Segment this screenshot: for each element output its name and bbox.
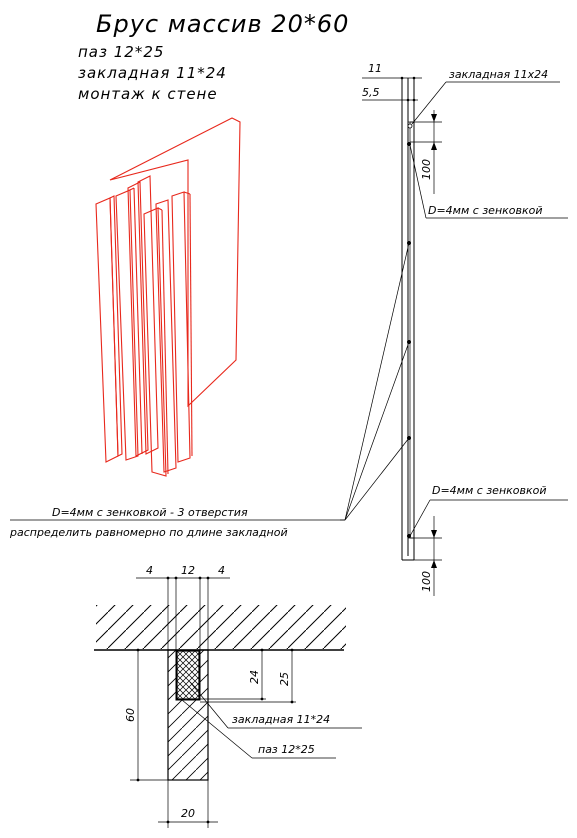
- holes-note-line1: D=4мм с зенковкой - 3 отверстия: [52, 506, 248, 519]
- drawing-title: Брус массив 20*60: [96, 10, 349, 38]
- wall-panel: [109, 117, 241, 408]
- embed-callout: закладная 11х24: [449, 68, 548, 81]
- hole-marker: [407, 534, 411, 538]
- slat: [171, 191, 191, 463]
- groove-callout-section: паз 12*25: [258, 743, 315, 756]
- holes-note-line2: распределить равномерно по длине закладн…: [9, 526, 288, 539]
- slat: [143, 207, 167, 477]
- slat: [115, 189, 139, 461]
- header: Брус массив 20*60 паз 12*25 закладная 11…: [78, 10, 349, 103]
- hole-callout-bottom: D=4мм с зенковкой: [432, 484, 547, 497]
- slat: [109, 195, 123, 457]
- section-view: 4 12 4 24 25 60: [94, 564, 362, 828]
- dim-bottom-offset: 100: [420, 571, 433, 592]
- dim-height-60: 60: [124, 708, 137, 722]
- dim-center-12: 12: [181, 564, 195, 577]
- embed-strip: [176, 650, 200, 700]
- spec-line-embed: закладная 11*24: [78, 64, 227, 82]
- isometric-render: [95, 117, 241, 477]
- hole-callout-top: D=4мм с зенковкой: [428, 204, 543, 217]
- dim-right-4: 4: [218, 564, 225, 577]
- slat: [137, 175, 159, 455]
- dim-embed-half: 5,5: [362, 86, 380, 99]
- spec-line-mounting: монтаж к стене: [78, 85, 218, 103]
- hole-distribution-note: D=4мм с зенковкой - 3 отверстия распреде…: [9, 242, 410, 539]
- slat: [155, 199, 177, 473]
- dim-left-4: 4: [146, 564, 153, 577]
- slat: [127, 181, 149, 457]
- dim-width-20: 20: [181, 807, 195, 820]
- dim-top-offset: 100: [420, 159, 433, 180]
- side-view: 11 5,5 закладная 11х24 100 D=4мм с зенко…: [362, 62, 568, 596]
- hole-marker: [407, 123, 413, 129]
- wall-hatch: [96, 605, 346, 649]
- dim-groove-depth-25: 25: [278, 672, 291, 686]
- dim-embed-width: 11: [368, 62, 382, 75]
- dim-embed-depth-24: 24: [248, 670, 261, 684]
- spec-line-groove: паз 12*25: [78, 43, 164, 61]
- embed-callout-section: закладная 11*24: [232, 713, 330, 726]
- slat: [95, 197, 119, 463]
